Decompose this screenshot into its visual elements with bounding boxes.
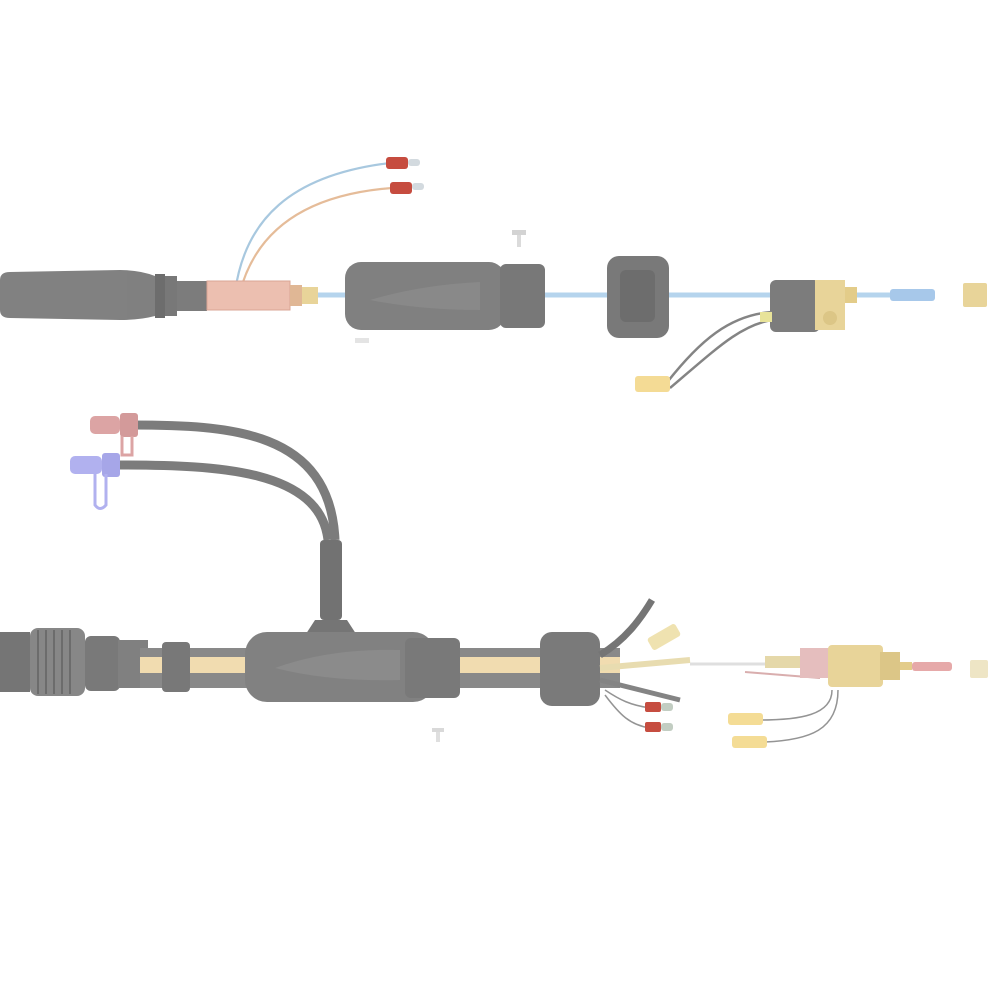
handle-body-bottom — [245, 632, 460, 702]
bushing — [970, 660, 988, 678]
liner-tip-pink — [912, 662, 952, 671]
coupling-nut-bottom — [540, 632, 600, 706]
yellow-terminal — [728, 713, 763, 725]
yellow-terminal — [635, 376, 670, 392]
rear-handle — [0, 270, 207, 320]
orange-wire — [238, 186, 393, 293]
liner-tip — [890, 289, 935, 301]
copper-sleeve — [206, 280, 291, 311]
rear-connector-bottom — [765, 645, 912, 687]
coupling-nut — [607, 256, 669, 338]
red-terminal — [386, 157, 420, 169]
screw — [355, 338, 369, 343]
red-terminal — [645, 722, 673, 732]
red-gas-connector — [90, 413, 138, 457]
screw — [432, 728, 444, 742]
brass-nut — [302, 287, 318, 304]
corrugated-hose — [0, 628, 148, 696]
yellow-terminal — [647, 624, 681, 650]
branch-cable-blue — [119, 460, 333, 541]
bushing — [963, 283, 987, 307]
blue-gas-connector — [70, 453, 120, 510]
rear-connector — [770, 280, 857, 332]
handle-body — [345, 262, 545, 330]
red-terminal — [645, 702, 673, 712]
branch-cable-red — [129, 420, 340, 541]
yellow-terminal — [732, 736, 767, 748]
red-terminal — [390, 182, 424, 194]
bottom-assembly — [0, 413, 988, 748]
blue-wire — [233, 161, 391, 293]
screw — [512, 230, 526, 247]
top-assembly — [0, 157, 987, 392]
boot — [320, 540, 342, 620]
